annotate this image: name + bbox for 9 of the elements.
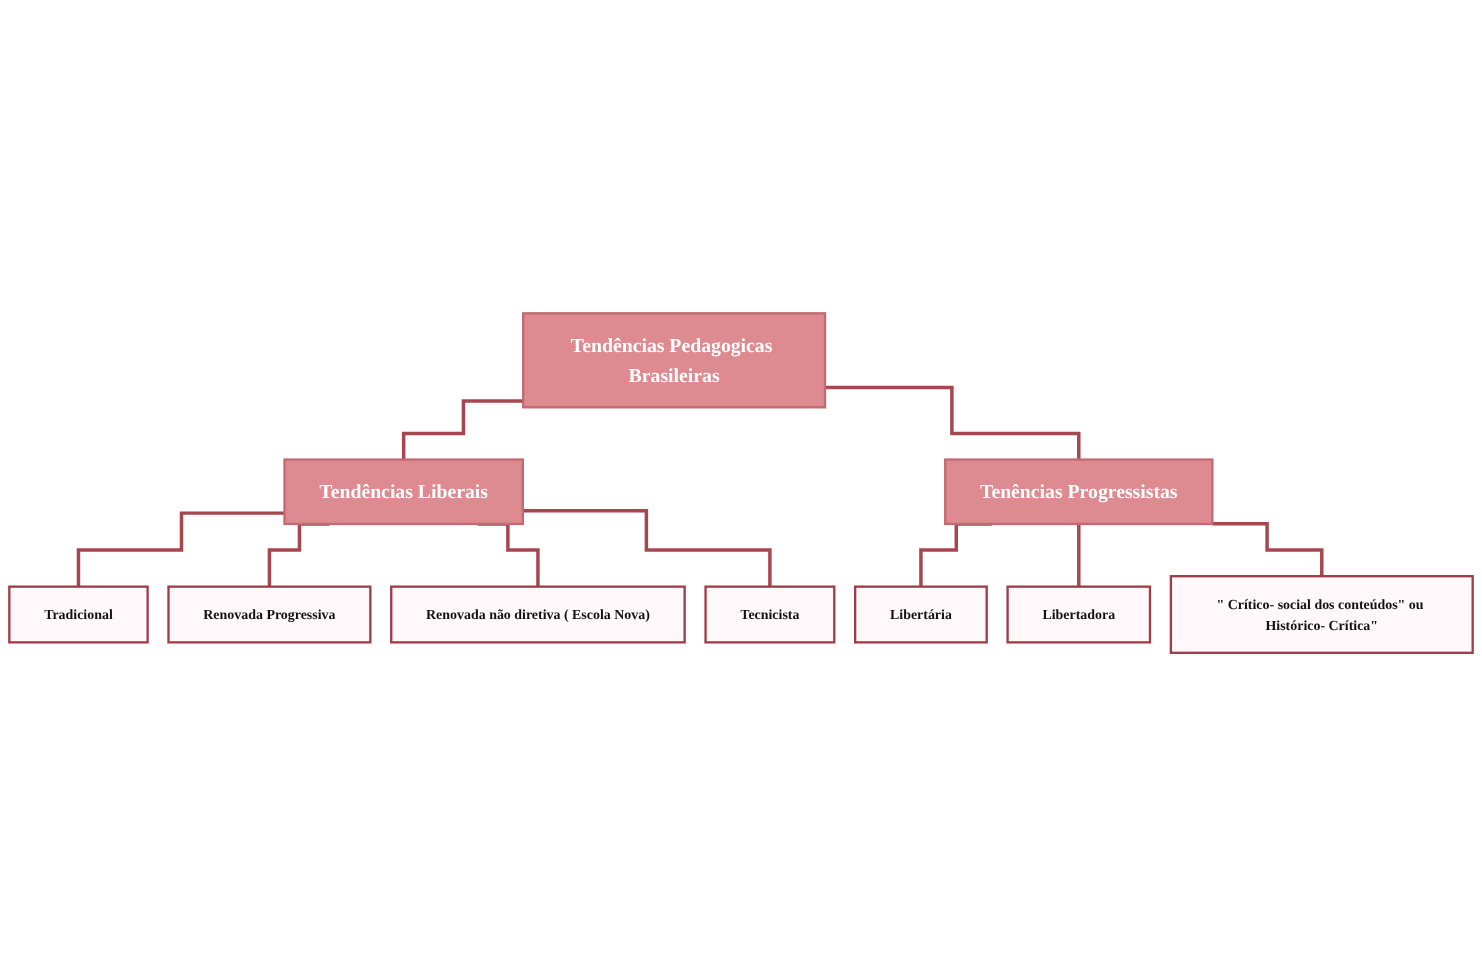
connector <box>401 400 524 463</box>
node-box: Tendências Pedagogicas Brasileiras <box>522 313 827 410</box>
connector <box>522 509 772 590</box>
connector <box>825 386 1081 463</box>
connector <box>1077 523 1081 590</box>
node-box: Tenências Progressistas <box>944 459 1214 527</box>
connector <box>1212 523 1324 579</box>
connector <box>76 512 285 590</box>
node-box: Tendências Liberais <box>283 459 524 527</box>
